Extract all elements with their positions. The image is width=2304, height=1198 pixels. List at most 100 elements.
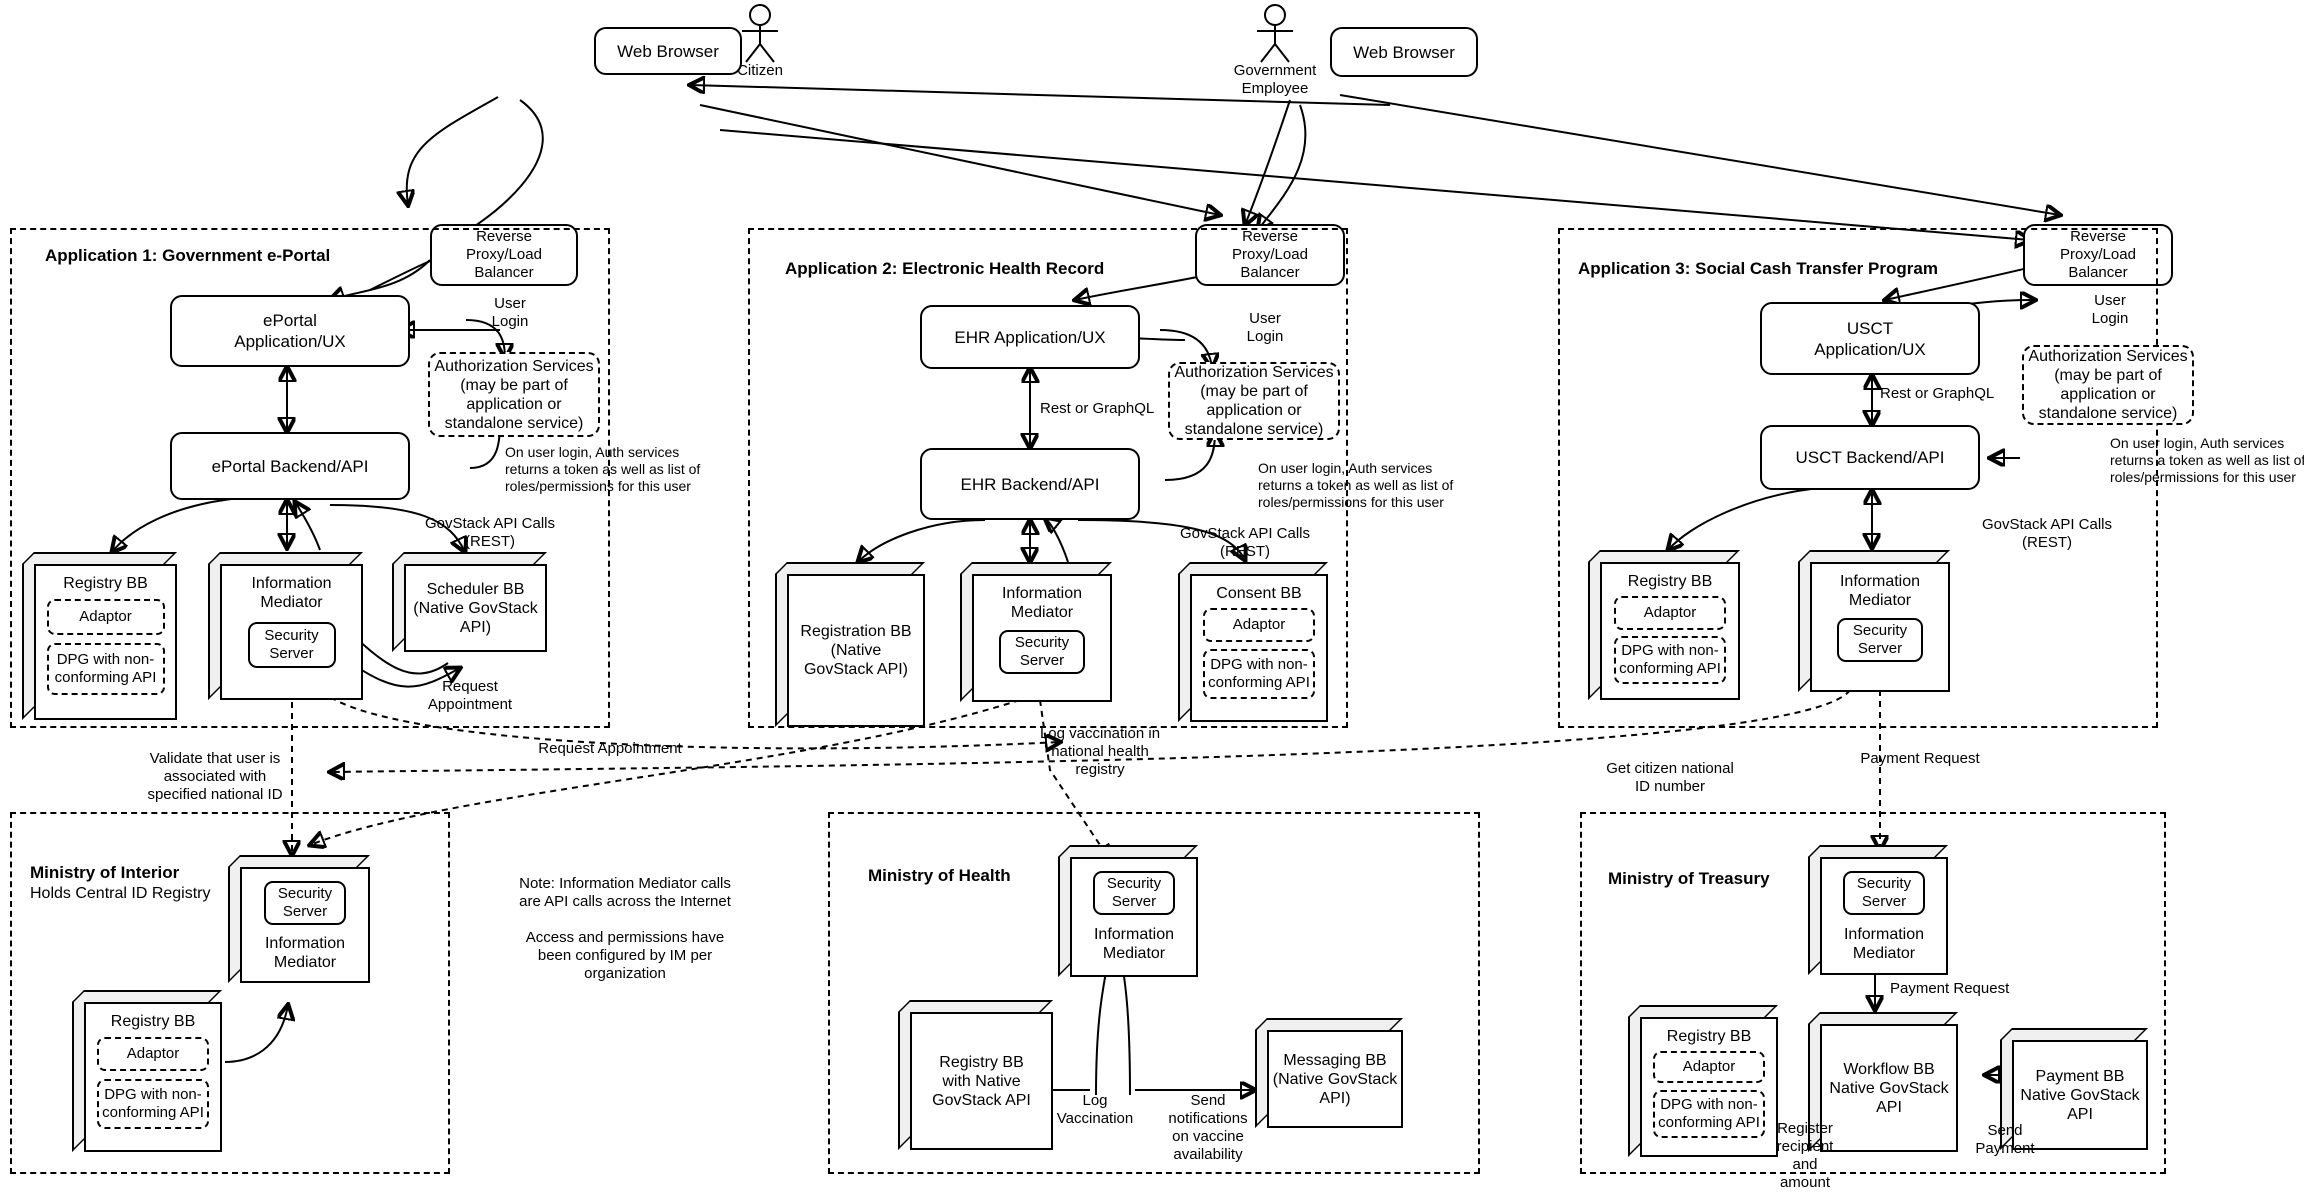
cube-side [208, 552, 220, 700]
registration-bb-app2[interactable]: Registration BB (Native GovStack API) [775, 562, 925, 727]
payment-request-edge-label: Payment Request [1890, 980, 2010, 997]
cube-face: Payment BB Native GovStack API [2012, 1040, 2148, 1150]
cube-top [898, 1000, 1053, 1012]
scheduler-bb-app1[interactable]: Scheduler BB (Native GovStack API) [392, 552, 547, 652]
security-server-interior: Security Server [264, 881, 346, 925]
workflow-bb-treasury-title: Workflow BB Native GovStack API [1829, 1060, 1949, 1116]
registry-bb-health[interactable]: Registry BB with Native GovStack API [898, 1000, 1053, 1150]
cube-side [392, 552, 404, 652]
usct-application-ux[interactable]: USCT Application/UX [1760, 302, 1980, 375]
actor-government-employee: Government Employee [1234, 4, 1316, 104]
usct-backend-api[interactable]: USCT Backend/API [1760, 425, 1980, 490]
cube-side [1588, 550, 1600, 700]
workflow-bb-treasury[interactable]: Workflow BB Native GovStack API [1808, 1012, 1958, 1152]
cube-top [22, 552, 177, 564]
request-appointment-label-app1: Request Appointment [427, 678, 513, 713]
cube-face: Registry BB Adaptor DPG with non- confor… [34, 564, 177, 720]
govstack-api-calls-label-app2: GovStack API Calls (REST) [1179, 525, 1311, 560]
consent-bb-app2-adaptor: Adaptor [1203, 608, 1315, 642]
log-vaccination-edge-label: Log Vaccination [1056, 1092, 1134, 1127]
reverse-proxy-app3[interactable]: Reverse Proxy/Load Balancer [2023, 224, 2173, 286]
cube-top [392, 552, 547, 564]
ehr-application-ux[interactable]: EHR Application/UX [920, 305, 1140, 369]
registry-bb-treasury-dpg: DPG with non- conforming API [1653, 1090, 1765, 1138]
messaging-bb-health[interactable]: Messaging BB (Native GovStack API) [1255, 1018, 1403, 1128]
govstack-api-calls-label-app3: GovStack API Calls (REST) [1981, 516, 2113, 551]
authorization-services-app3[interactable]: Authorization Services (may be part of a… [2022, 345, 2194, 425]
cube-side [898, 1000, 910, 1150]
application-2-title: Application 2: Electronic Health Record [785, 259, 1105, 278]
consent-bb-app2[interactable]: Consent BB Adaptor DPG with non- conform… [1178, 562, 1328, 722]
information-mediator-app2[interactable]: Information Mediator Security Server [960, 562, 1112, 702]
auth-note-app3: On user login, Auth services returns a t… [2110, 435, 2304, 485]
information-mediator-app3[interactable]: Information Mediator Security Server [1798, 550, 1950, 692]
cube-top [1808, 1012, 1958, 1024]
information-mediator-health[interactable]: Security Server Information Mediator [1058, 845, 1198, 977]
cube-top [1628, 1005, 1778, 1017]
cube-top [960, 562, 1112, 574]
govstack-api-calls-label-app1: GovStack API Calls (REST) [424, 515, 556, 550]
web-browser-citizen[interactable]: Web Browser [594, 27, 742, 75]
security-server-app2: Security Server [999, 630, 1085, 674]
registry-bb-treasury[interactable]: Registry BB Adaptor DPG with non- confor… [1628, 1005, 1778, 1157]
cube-top [1588, 550, 1740, 562]
authorization-services-app1[interactable]: Authorization Services (may be part of a… [428, 352, 600, 437]
cube-side [1798, 550, 1810, 692]
ehr-backend-api[interactable]: EHR Backend/API [920, 448, 1140, 520]
cube-face: Scheduler BB (Native GovStack API) [404, 564, 547, 652]
authorization-services-app2[interactable]: Authorization Services (may be part of a… [1168, 362, 1340, 440]
registry-bb-app1-title: Registry BB [63, 575, 148, 592]
eportal-application-ux[interactable]: ePortal Application/UX [170, 295, 410, 367]
eportal-backend-api[interactable]: ePortal Backend/API [170, 432, 410, 500]
cube-top [1255, 1018, 1403, 1030]
information-mediator-interior[interactable]: Security Server Information Mediator [228, 855, 370, 983]
information-mediator-treasury-title: Information Mediator [1843, 926, 1925, 962]
registry-bb-app3[interactable]: Registry BB Adaptor DPG with non- confor… [1588, 550, 1740, 700]
ministry-of-interior-title: Ministry of Interior [30, 863, 180, 882]
cube-top [228, 855, 370, 867]
auth-note-app1: On user login, Auth services returns a t… [505, 444, 701, 494]
registry-bb-app3-title: Registry BB [1627, 573, 1713, 590]
security-server-app3: Security Server [1837, 618, 1923, 662]
security-server-health: Security Server [1093, 871, 1175, 915]
cube-face: Registry BB Adaptor DPG with non- confor… [84, 1002, 222, 1152]
information-mediator-app2-title: Information Mediator [1001, 585, 1083, 621]
actor-citizen: Citizen [730, 4, 790, 104]
cube-top [72, 990, 222, 1002]
cube-top [1178, 562, 1328, 574]
messaging-bb-health-title: Messaging BB (Native GovStack API) [1272, 1051, 1398, 1107]
request-appointment-cross-label: Request Appointment [538, 740, 682, 757]
cube-face: Information Mediator Security Server [220, 564, 363, 700]
consent-bb-app2-title: Consent BB [1216, 585, 1302, 602]
application-1-zone [10, 228, 610, 728]
validate-user-label: Validate that user is associated with sp… [147, 750, 283, 803]
security-server-treasury: Security Server [1843, 871, 1925, 915]
cube-side [1178, 562, 1190, 722]
ministry-of-interior-subtitle: Holds Central ID Registry [30, 885, 211, 902]
registry-bb-app1[interactable]: Registry BB Adaptor DPG with non- confor… [22, 552, 177, 720]
auth-note-app2: On user login, Auth services returns a t… [1258, 460, 1454, 510]
web-browser-employee[interactable]: Web Browser [1330, 27, 1478, 77]
cube-top [1808, 845, 1948, 857]
reverse-proxy-app2[interactable]: Reverse Proxy/Load Balancer [1195, 224, 1345, 286]
payment-bb-treasury[interactable]: Payment BB Native GovStack API [2000, 1028, 2148, 1150]
cube-side [1628, 1005, 1640, 1157]
user-login-label-app2: User Login [1246, 310, 1284, 345]
rest-graphql-label-app2: Rest or GraphQL [1040, 400, 1155, 417]
cube-top [775, 562, 925, 574]
registry-bb-interior-title: Registry BB [110, 1013, 196, 1030]
reverse-proxy-app1[interactable]: Reverse Proxy/Load Balancer [430, 224, 578, 286]
information-mediator-treasury[interactable]: Security Server Information Mediator [1808, 845, 1948, 975]
send-notifications-edge-label: Send notifications on vaccine availabili… [1168, 1092, 1248, 1163]
information-mediator-app1[interactable]: Information Mediator Security Server [208, 552, 363, 700]
registry-bb-interior-adaptor: Adaptor [97, 1037, 209, 1071]
registry-bb-app1-adaptor: Adaptor [46, 599, 165, 635]
cube-side [1058, 845, 1070, 977]
government-employee-stick-figure-icon [1257, 4, 1293, 63]
cube-face: Messaging BB (Native GovStack API) [1267, 1030, 1403, 1128]
cube-face: Consent BB Adaptor DPG with non- conform… [1190, 574, 1328, 722]
security-server-app1: Security Server [247, 622, 336, 668]
registry-bb-interior[interactable]: Registry BB Adaptor DPG with non- confor… [72, 990, 222, 1152]
citizen-stick-figure-icon [742, 4, 778, 63]
cube-face: Workflow BB Native GovStack API [1820, 1024, 1958, 1152]
